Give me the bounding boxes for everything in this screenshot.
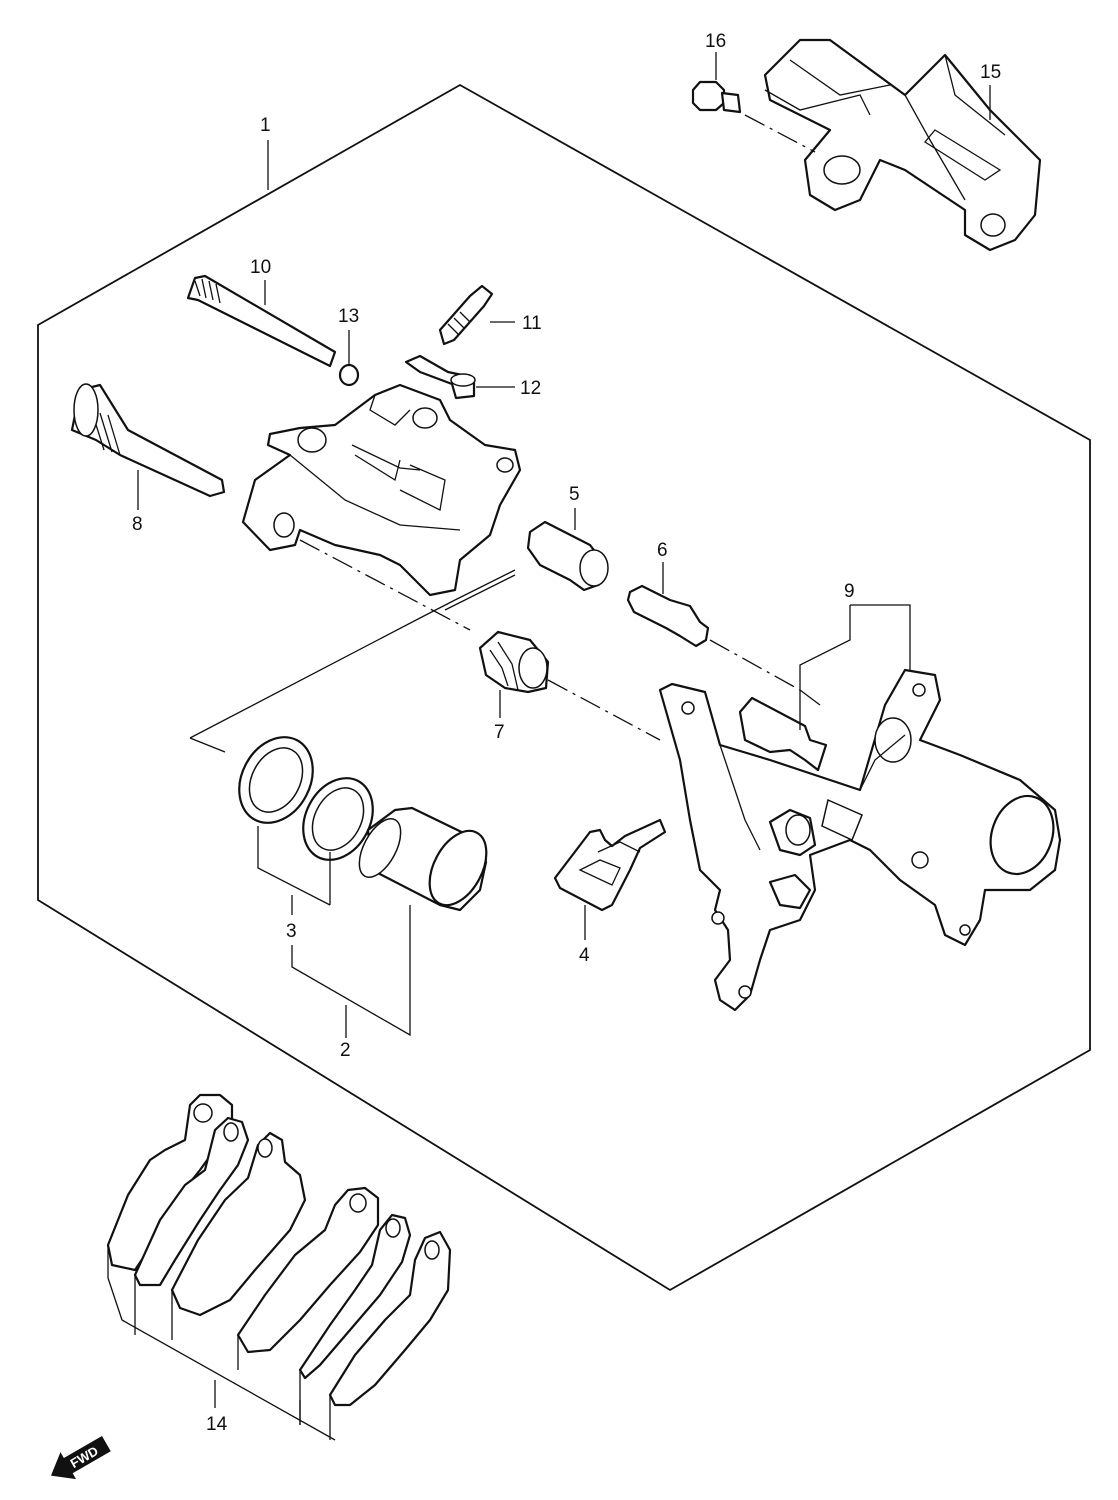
leader-lines — [121, 52, 991, 1441]
callout-labels: 1 2 3 4 5 6 7 8 9 10 11 12 13 14 15 16 — [132, 31, 1001, 1435]
callout-5: 5 — [569, 484, 580, 505]
callout-10: 10 — [250, 257, 271, 278]
part-2-piston — [358, 806, 488, 912]
callout-16: 16 — [705, 31, 726, 52]
part-4-pad-spring — [553, 818, 667, 912]
callout-2: 2 — [340, 1040, 351, 1061]
part-16-bolt — [691, 80, 816, 153]
part-11-bleeder — [438, 284, 494, 346]
callout-6: 6 — [657, 540, 668, 561]
part-12-cap — [404, 354, 476, 400]
callout-12: 12 — [520, 378, 541, 399]
part-7-boot — [478, 630, 550, 694]
callout-1: 1 — [260, 115, 271, 136]
part-9-holder — [658, 668, 1062, 1012]
part-3-seals — [238, 736, 374, 861]
part-15-bracket — [763, 38, 1042, 252]
callout-14: 14 — [206, 1414, 228, 1435]
callout-15: 15 — [980, 62, 1001, 83]
callout-11: 11 — [522, 313, 542, 334]
part-6-pin — [626, 584, 710, 648]
callout-3: 3 — [286, 921, 297, 942]
part-10-slide-pin — [186, 274, 337, 368]
callout-7: 7 — [494, 722, 505, 743]
part-13-o-ring — [338, 363, 360, 387]
callout-4: 4 — [579, 945, 590, 966]
part-14-pads — [106, 1093, 452, 1440]
callout-8: 8 — [132, 514, 143, 535]
assembly-outline — [37, 83, 1091, 1292]
part-8-slide-bolt — [70, 383, 226, 498]
fwd-arrow-icon: FWD — [50, 1436, 111, 1480]
callout-9: 9 — [844, 581, 855, 602]
callout-13: 13 — [338, 306, 359, 327]
caliper-body — [241, 383, 522, 597]
part-5-boot — [526, 520, 609, 592]
